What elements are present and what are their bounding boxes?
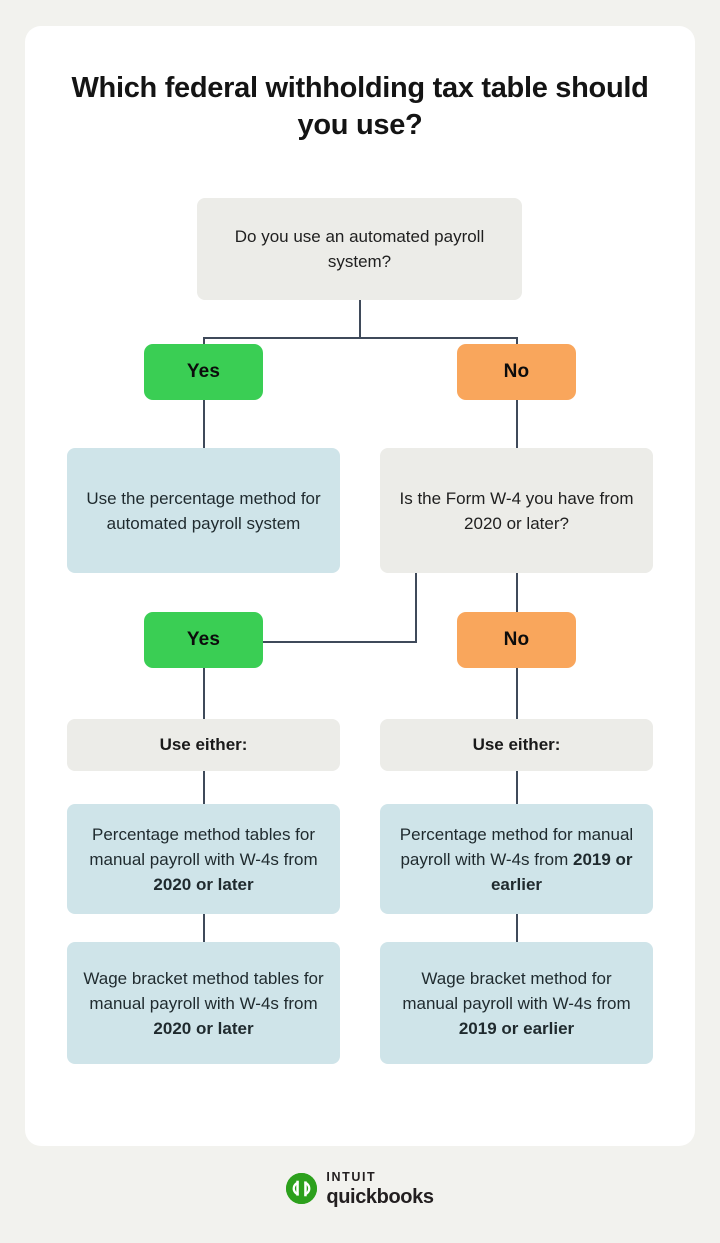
node-left-option-1-emphasis: 2020 or later — [153, 874, 254, 894]
node-right-option-1-emphasis: 2019 or earlier — [490, 849, 633, 894]
node-right-option-1-text: Percentage method for manual payroll wit… — [380, 822, 653, 897]
page-title: Which federal withholding tax table shou… — [71, 72, 649, 141]
node-root-question[interactable]: Do you use an automated payroll system? — [197, 198, 522, 300]
connector-no2-to-useeither — [516, 668, 518, 719]
node-sub-no-label: No — [503, 629, 530, 650]
node-right-option-2-text: Wage bracket method for manual payroll w… — [380, 966, 653, 1041]
connector-w4-to-no2 — [516, 573, 518, 642]
node-root-question-text: Do you use an automated payroll system? — [234, 227, 485, 271]
node-left-option-1-prefix: Percentage method tables for manual payr… — [89, 824, 318, 869]
node-yes-outcome-text: Use the percentage method for automated … — [86, 488, 321, 533]
brand-quickbooks-text: quickbooks — [326, 1185, 434, 1208]
node-w4-question[interactable]: Is the Form W-4 you have from 2020 or la… — [380, 448, 653, 573]
node-right-option-1[interactable]: Percentage method for manual payroll wit… — [380, 804, 653, 914]
node-right-option-2-emphasis: 2019 or earlier — [458, 1018, 575, 1038]
connector-useeither-left-to-option1 — [203, 771, 205, 804]
node-w4-question-text: Is the Form W-4 you have from 2020 or la… — [399, 488, 634, 533]
node-use-either-right[interactable]: Use either: — [380, 719, 653, 771]
node-sub-yes[interactable]: Yes — [144, 612, 263, 668]
node-left-option-2-emphasis: 2020 or later — [153, 1018, 254, 1038]
node-use-either-left[interactable]: Use either: — [67, 719, 340, 771]
node-right-option-2-prefix: Wage bracket method for manual payroll w… — [402, 968, 631, 1013]
connector-yes2-to-useeither — [203, 668, 205, 719]
connector-w4-to-yes2 — [203, 641, 417, 643]
node-branch-no[interactable]: No — [457, 344, 576, 400]
connector-option1-to-option2-left — [203, 914, 205, 942]
node-branch-no-label: No — [503, 361, 530, 382]
connector-root-down — [359, 300, 361, 338]
connector-w4-left-leg — [415, 573, 417, 642]
node-branch-yes[interactable]: Yes — [144, 344, 263, 400]
quickbooks-logo-icon — [286, 1173, 318, 1205]
node-right-option-2[interactable]: Wage bracket method for manual payroll w… — [380, 942, 653, 1064]
node-yes-outcome[interactable]: Use the percentage method for automated … — [67, 448, 340, 573]
node-left-option-1[interactable]: Percentage method tables for manual payr… — [67, 804, 340, 914]
brand-footer: INTUIT quickbooks — [0, 1171, 720, 1207]
connector-yes-to-outcome — [203, 400, 205, 448]
node-left-option-2-text: Wage bracket method tables for manual pa… — [67, 966, 340, 1041]
connector-useeither-right-to-option1 — [516, 771, 518, 804]
node-sub-yes-label: Yes — [186, 629, 221, 650]
node-branch-yes-label: Yes — [186, 361, 221, 382]
flowchart: Do you use an automated payroll system? … — [25, 26, 695, 1146]
node-use-either-right-label: Use either: — [472, 735, 561, 754]
connector-root-bus — [203, 337, 518, 339]
node-left-option-2[interactable]: Wage bracket method tables for manual pa… — [67, 942, 340, 1064]
node-left-option-1-text: Percentage method tables for manual payr… — [67, 822, 340, 897]
brand-intuit-text: INTUIT — [326, 1170, 377, 1184]
connector-option1-to-option2-right — [516, 914, 518, 942]
content-card: Which federal withholding tax table shou… — [25, 26, 695, 1146]
node-use-either-left-label: Use either: — [159, 735, 248, 754]
node-sub-no[interactable]: No — [457, 612, 576, 668]
node-left-option-2-prefix: Wage bracket method tables for manual pa… — [83, 968, 324, 1013]
connector-no-to-question — [516, 400, 518, 448]
brand-wordmark: INTUIT quickbooks — [326, 1170, 434, 1208]
node-right-option-1-prefix: Percentage method for manual payroll wit… — [399, 824, 634, 869]
